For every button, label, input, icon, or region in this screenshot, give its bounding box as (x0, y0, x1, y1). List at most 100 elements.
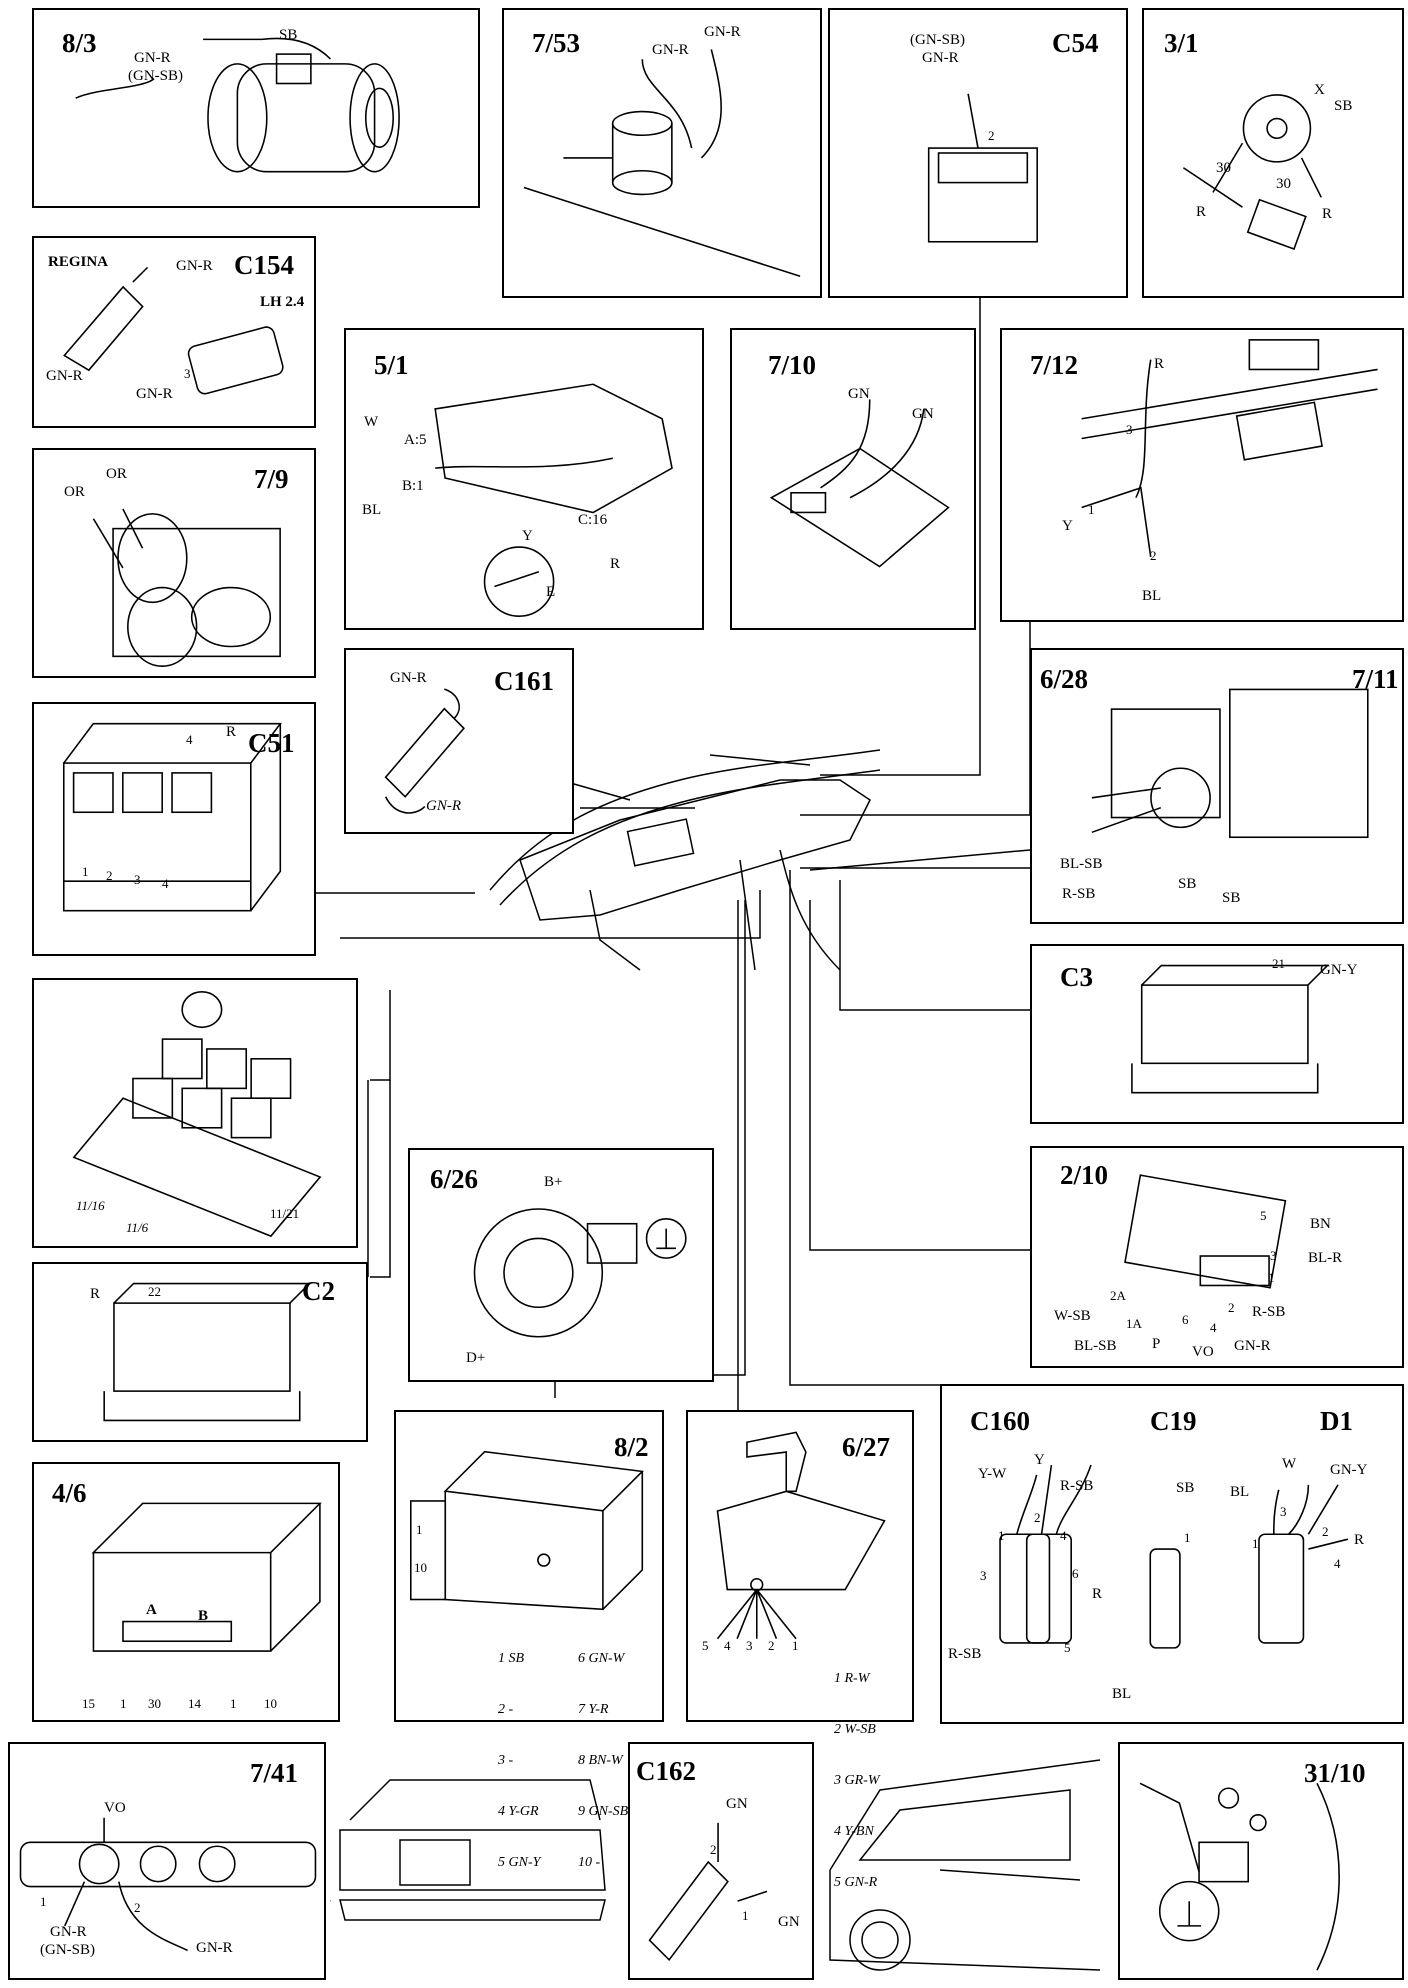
wire-label: GN-R (1234, 1338, 1271, 1354)
component-code: 31/10 (1304, 1758, 1366, 1788)
wire-label: (GN-SB) (910, 32, 965, 48)
variant-label: LH 2.4 (260, 294, 305, 310)
pin-number: 5 (1064, 1640, 1071, 1655)
pin-number: 4 (724, 1638, 731, 1653)
pin-number: 3 (1270, 1248, 1277, 1263)
pin-number: 15 (82, 1696, 95, 1711)
pin-number: 1 (1252, 1536, 1259, 1551)
component-panel-c51: C51 4 R 1 2 3 4 (32, 702, 316, 956)
fuse-label: 11/16 (76, 1198, 105, 1213)
wire-label: Y (1034, 1452, 1045, 1468)
pin-number: 1 (40, 1894, 47, 1909)
pin-number: 3 (746, 1638, 753, 1653)
component-panel-relay-box: 11/16 11/6 11/21 (32, 978, 358, 1248)
component-panel-5-1: 5/1 W A:5 B:1 BL Y C:16 R E (344, 328, 704, 630)
pin-number: 2 (710, 1842, 717, 1857)
pin-number: 4 (1210, 1320, 1217, 1335)
gauge-label: E (546, 584, 556, 600)
wire-label: SB (1178, 876, 1197, 892)
wire-label: VO (104, 1800, 126, 1816)
pin-number: 6 (1182, 1312, 1189, 1327)
wire-label: BL-R (1308, 1250, 1343, 1266)
wire-label: BN (1310, 1216, 1331, 1232)
component-code: 4/6 (52, 1478, 87, 1508)
pin-list-right: 6 GN-W 7 Y-R 8 BN-W 9 GN-SB 10 - (578, 1616, 628, 1905)
connector-label: B (198, 1608, 209, 1624)
pin-entry: 4 Y-GR (498, 1804, 539, 1819)
wire-label: GN-Y (1330, 1462, 1368, 1478)
pin-number: 1 (1088, 502, 1095, 517)
component-panel-6-26: 6/26 B+ D+ (408, 1148, 714, 1382)
component-code: 7/53 (532, 28, 581, 58)
component-panel-3-1: 3/1 X SB 30 30 R R (1142, 8, 1404, 298)
pin-number: 1 (1268, 1270, 1275, 1285)
component-panel-c162: C162 GN 2 1 GN (628, 1742, 814, 1980)
wire-label: OR (106, 466, 127, 482)
fuse-label: 11/21 (270, 1206, 300, 1221)
wire-label: BL (1230, 1484, 1250, 1500)
component-panel-7-12: 7/12 R 3 1 Y 2 BL (1000, 328, 1404, 622)
connector-label: A (146, 1602, 157, 1618)
wire-label: W (1282, 1456, 1297, 1472)
wire-label: GN-Y (1320, 962, 1358, 978)
wire-label: SB (1334, 98, 1353, 114)
wire-label: BL (1112, 1686, 1132, 1702)
pin-number: 4 (186, 732, 193, 747)
wire-label: GN-R (922, 50, 959, 66)
component-panel-7-53: 7/53 GN-R GN-R (502, 8, 822, 298)
wire-label: GN-R (136, 386, 173, 402)
component-code: 7/9 (254, 464, 289, 494)
pin-number: 1 (792, 1638, 799, 1653)
terminal-label: D+ (466, 1350, 486, 1366)
component-code: C161 (494, 666, 554, 696)
pin-number: 4 (1334, 1556, 1341, 1571)
component-panel-6-27: 6/27 5 4 3 2 1 1 R-W 2 W-SB 3 GR-W 4 Y-B… (686, 1410, 914, 1890)
pin-number: 1 (120, 1696, 127, 1711)
component-code: 6/26 (430, 1164, 479, 1194)
wire-label: R-SB (1252, 1304, 1286, 1320)
pin-number: 2 (134, 1900, 141, 1915)
pin-number: 1 (416, 1522, 423, 1537)
pin-entry: 5 GN-R (834, 1875, 878, 1890)
wire-label: P (1152, 1336, 1161, 1352)
wire-label: R (1196, 204, 1207, 220)
component-code: 5/1 (374, 350, 409, 380)
pin-number: 6 (1072, 1566, 1079, 1581)
component-code: C2 (302, 1276, 335, 1306)
terminal-label: 30 (1276, 176, 1291, 192)
pin-number: 22 (148, 1284, 161, 1299)
pin-entry: 6 GN-W (578, 1651, 625, 1666)
component-panel-7-9: 7/9 OR OR (32, 448, 316, 678)
wire-label: R (1154, 356, 1165, 372)
pin-number: 10 (264, 1696, 277, 1711)
pin-number: 3 (1280, 1504, 1287, 1519)
wire-label: R-SB (1062, 886, 1096, 902)
component-code: 7/10 (768, 350, 817, 380)
fuse-label: 11/6 (126, 1220, 149, 1235)
pin-number: 4 (1060, 1528, 1067, 1543)
component-code: 7/12 (1030, 350, 1079, 380)
pin-number: 14 (188, 1696, 201, 1711)
wire-label: R-SB (1060, 1478, 1094, 1494)
wire-label: GN-R (176, 258, 213, 274)
wire-label: GN-R (134, 50, 171, 66)
pin-number: 3 (1126, 422, 1133, 437)
wire-label: Y (1062, 518, 1073, 534)
wire-label: BL (362, 502, 382, 518)
pin-number: 5 (1260, 1208, 1267, 1223)
component-code: C54 (1052, 28, 1099, 58)
component-code: C3 (1060, 962, 1093, 992)
wire-label: R (226, 724, 237, 740)
component-panel-7-10: 7/10 GN GN (730, 328, 976, 630)
component-panel-c160-c19-d1: C160 C19 D1 Y-W Y R-SB 1 2 4 3 6 R R-SB … (940, 1384, 1404, 1724)
pin-number: 2 (1034, 1510, 1041, 1525)
pin-number: 10 (414, 1560, 427, 1575)
component-code-secondary: C19 (1150, 1406, 1197, 1436)
wire-label: R-SB (948, 1646, 982, 1662)
pin-number: 3 (980, 1568, 987, 1583)
component-panel-c2: C2 R 22 (32, 1262, 368, 1442)
pin-entry: 10 - (578, 1855, 601, 1870)
component-panel-c3: C3 21 GN-Y (1030, 944, 1404, 1124)
pin-entry: 7 Y-R (578, 1702, 609, 1717)
pin-number: 3 (184, 366, 191, 381)
